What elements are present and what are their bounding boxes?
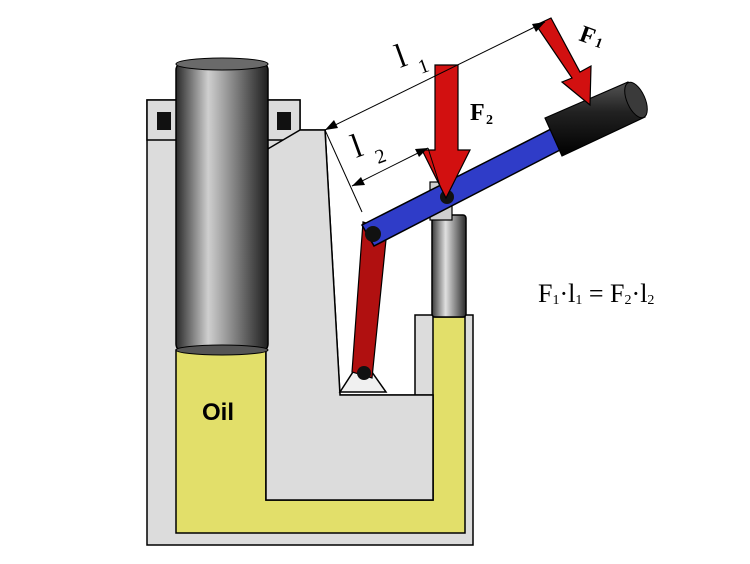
svg-text:l: l [390, 38, 412, 76]
lever-handle [544, 81, 648, 157]
l1-dimension [324, 21, 546, 213]
svg-text:2: 2 [372, 145, 389, 169]
f1-label: F 1 [576, 21, 604, 52]
svg-text:F1·l1 = F2·l2: F1·l1 = F2·l2 [538, 279, 654, 308]
link-rod [351, 221, 388, 380]
large-piston [175, 57, 269, 356]
svg-text:1: 1 [593, 36, 605, 52]
svg-text:2: 2 [486, 113, 493, 128]
force-f1-arrow [535, 17, 592, 107]
f2-label: F 2 [470, 100, 493, 128]
oil-label: Oil [202, 399, 234, 426]
l1-label: l 1 [390, 38, 432, 79]
svg-text:F: F [470, 100, 485, 126]
svg-text:1: 1 [415, 55, 432, 79]
svg-text:l: l [346, 128, 368, 166]
lever-formula: F1·l1 = F2·l2 [538, 279, 654, 308]
l2-dimension [351, 147, 441, 187]
inner-channel [265, 129, 434, 501]
force-f2-arrow [421, 64, 471, 200]
l2-label: l 2 [346, 128, 389, 169]
